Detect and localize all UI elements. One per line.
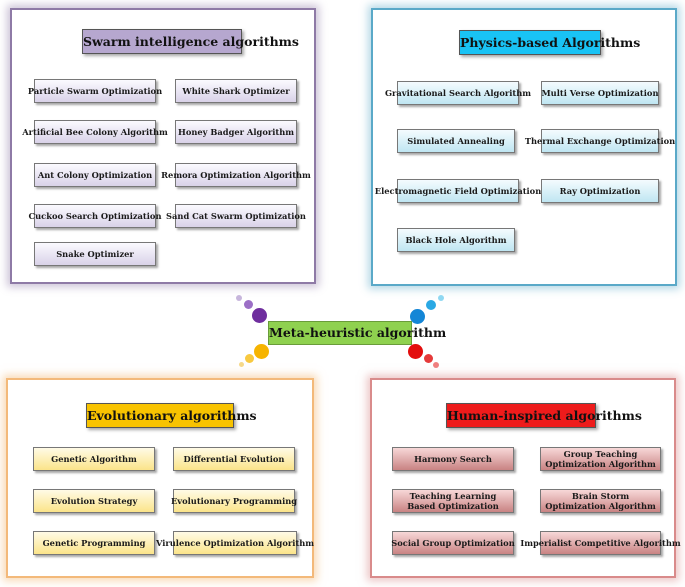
- evolutionary-panel: Evolutionary algorithms Genetic Algorith…: [6, 378, 314, 578]
- algorithm-box: Brain Storm Optimization Algorithm: [540, 489, 661, 513]
- algorithm-box: Imperialist Competitive Algorithm: [520, 531, 681, 555]
- algorithm-box: Group Teaching Optimization Algorithm: [540, 447, 661, 471]
- algorithm-box: Remora Optimization Algorithm: [161, 163, 311, 187]
- algorithm-box: Evolutionary Programming: [171, 489, 297, 513]
- red-bubble-large: [408, 344, 423, 359]
- algorithm-box: Honey Badger Algorithm: [175, 120, 297, 144]
- algorithm-box: Ray Optimization: [541, 179, 659, 203]
- yellow-bubble-large: [254, 344, 269, 359]
- physics-based-panel: Physics-based Algorithms Gravitational S…: [371, 8, 677, 286]
- algorithm-box: Teaching Learning Based Optimization: [392, 489, 514, 513]
- algorithm-box: Ant Colony Optimization: [34, 163, 156, 187]
- algorithm-box: Evolution Strategy: [33, 489, 155, 513]
- red-bubble-medium: [424, 354, 433, 363]
- algorithm-box: Harmony Search: [392, 447, 514, 471]
- algorithm-box: Thermal Exchange Optimization: [525, 129, 675, 153]
- purple-bubble-large: [252, 308, 267, 323]
- algorithm-box: Snake Optimizer: [34, 242, 156, 266]
- meta-heuristic-center-node: Meta-heuristic algorithm: [268, 321, 446, 345]
- algorithm-box: Genetic Algorithm: [33, 447, 155, 471]
- yellow-bubble-medium: [245, 354, 254, 363]
- algorithm-box: White Shark Optimizer: [175, 79, 297, 103]
- algorithm-box: Simulated Annealing: [397, 129, 515, 153]
- algorithm-box: Black Hole Algorithm: [397, 228, 515, 252]
- human-inspired-title: Human-inspired algorithms: [446, 403, 642, 428]
- human-inspired-panel: Human-inspired algorithms Harmony Search…: [370, 378, 681, 578]
- evolutionary-title: Evolutionary algorithms: [86, 403, 257, 428]
- swarm-intelligence-title: Swarm intelligence algorithms: [82, 29, 299, 54]
- algorithm-box: Multi Verse Optimization: [541, 81, 659, 105]
- blue-bubble-large: [410, 309, 425, 324]
- algorithm-box: Particle Swarm Optimization: [28, 79, 162, 103]
- blue-bubble-small: [438, 295, 444, 301]
- algorithm-box: Virulence Optimization Algorithm: [156, 531, 314, 555]
- algorithm-box: Gravitational Search Algorithm: [385, 81, 531, 105]
- physics-based-title: Physics-based Algorithms: [459, 30, 640, 55]
- algorithm-box: Differential Evolution: [173, 447, 295, 471]
- algorithm-box: Electromagnetic Field Optimization: [375, 179, 541, 203]
- algorithm-box: Genetic Programming: [33, 531, 155, 555]
- algorithm-box: Artificial Bee Colony Algorithm: [22, 120, 168, 144]
- algorithm-box: Social Group Optimization: [391, 531, 515, 555]
- purple-bubble-medium: [244, 300, 253, 309]
- purple-bubble-small: [236, 295, 242, 301]
- blue-bubble-medium: [426, 300, 436, 310]
- yellow-bubble-small: [239, 362, 244, 367]
- algorithm-box: Sand Cat Swarm Optimization: [166, 204, 306, 228]
- algorithm-box: Cuckoo Search Optimization: [29, 204, 161, 228]
- red-bubble-small: [433, 362, 439, 368]
- swarm-intelligence-panel: Swarm intelligence algorithms Particle S…: [10, 8, 316, 284]
